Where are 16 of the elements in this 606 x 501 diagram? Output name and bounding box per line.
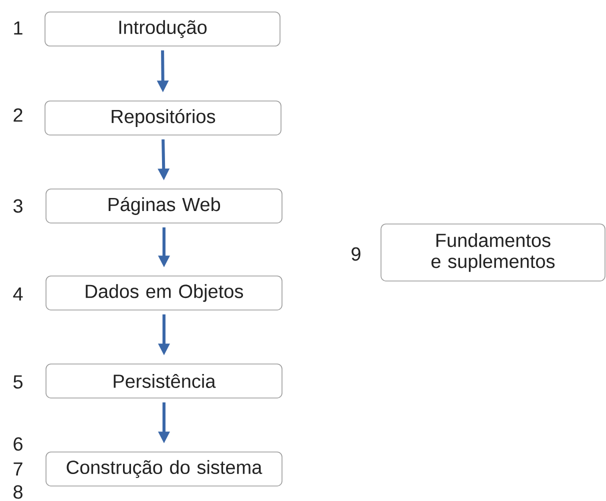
step-number: 4 bbox=[13, 287, 23, 301]
step-number: 9 bbox=[352, 247, 360, 261]
process-box: Persistência bbox=[46, 364, 282, 398]
process-box: Dados em Objetos bbox=[46, 276, 282, 310]
step-number: 5 bbox=[13, 375, 22, 389]
step-number: 2 bbox=[14, 108, 22, 122]
process-box: Construção do sistema bbox=[46, 452, 282, 486]
step-number: 8 bbox=[14, 485, 22, 499]
process-box: Páginas Web bbox=[46, 188, 282, 224]
step-number: 6 bbox=[14, 437, 22, 451]
step-number: 7 bbox=[14, 462, 22, 476]
process-box: Introdução bbox=[44, 12, 280, 46]
step-number: 1 bbox=[14, 21, 22, 35]
step-number: 3 bbox=[13, 199, 22, 213]
process-box: Repositórios bbox=[44, 100, 282, 136]
process-box: Fundamentos e suplementos bbox=[380, 224, 606, 282]
